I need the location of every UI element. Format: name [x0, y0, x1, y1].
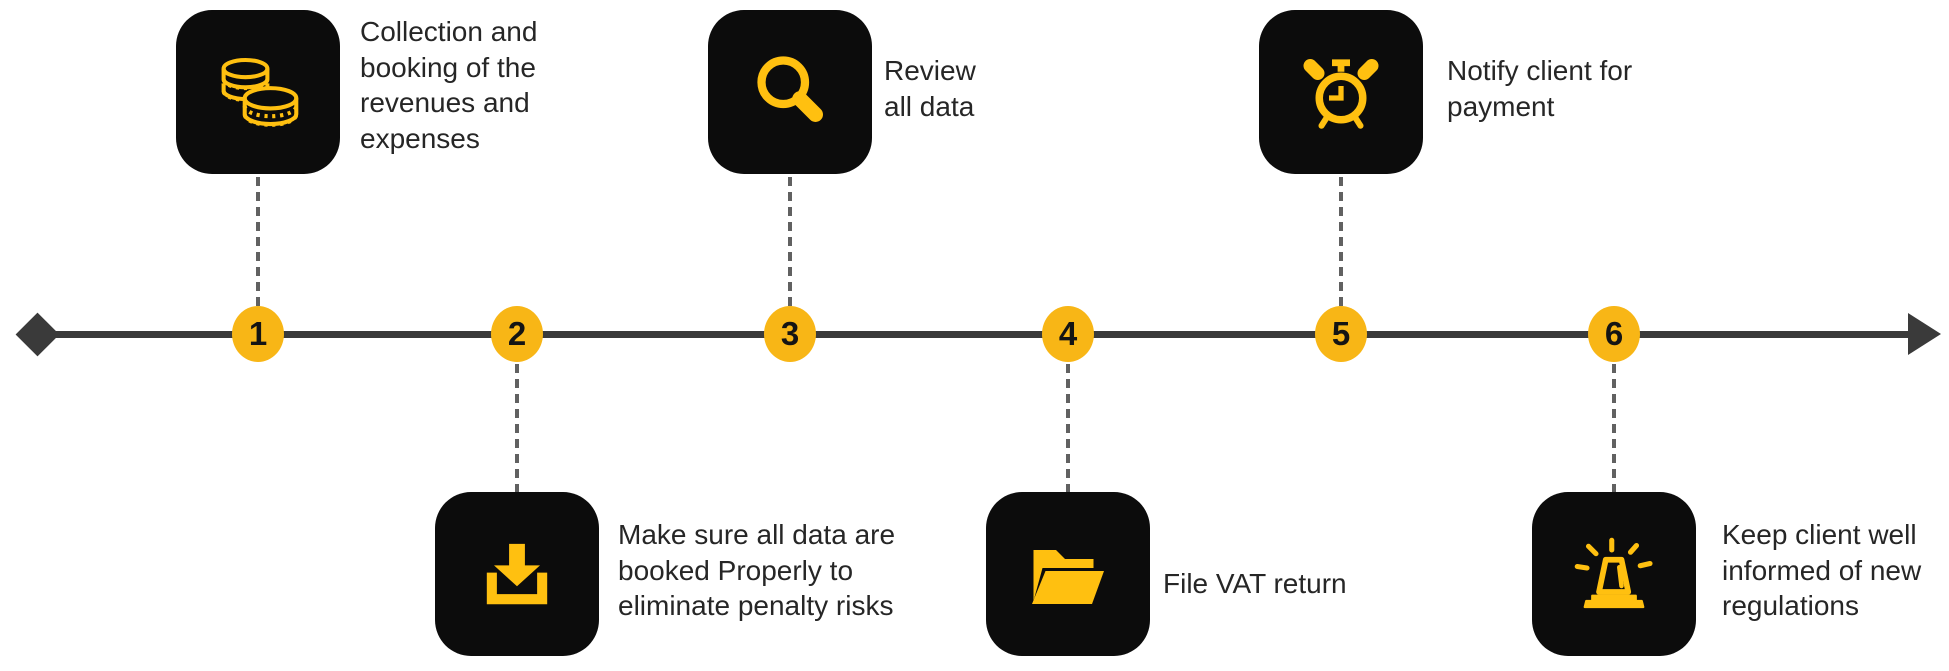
- step2-icon-tile: [435, 492, 599, 656]
- step3-connector: [788, 177, 792, 306]
- step5-label: Notify client for payment: [1447, 55, 1633, 122]
- step1-icon-tile: [176, 10, 340, 174]
- step4-icon-tile: [986, 492, 1150, 656]
- timeline-end-arrow-icon: [1908, 313, 1941, 355]
- step5-number-badge: 5: [1315, 306, 1367, 362]
- folder-icon: [1032, 550, 1104, 604]
- step5-connector: [1339, 177, 1343, 306]
- step-number: 5: [1331, 315, 1351, 352]
- step-number: 6: [1604, 315, 1624, 352]
- step-number: 1: [248, 315, 268, 352]
- step-number: 4: [1058, 315, 1078, 352]
- alarm-clock-icon: [1303, 59, 1379, 129]
- step2-number-badge: 2: [491, 306, 543, 362]
- step-number: 3: [780, 315, 800, 352]
- siren-icon: [1574, 537, 1653, 609]
- step2-label: Make sure all data are booked Properly t…: [618, 519, 896, 621]
- step4-number-badge: 4: [1042, 306, 1094, 362]
- step3-icon-tile: [708, 10, 872, 174]
- step6-icon-tile: [1532, 492, 1696, 656]
- coins-icon: [221, 57, 299, 127]
- step1-connector: [256, 177, 260, 306]
- step5-icon-tile: [1259, 10, 1423, 174]
- step6-number-badge: 6: [1588, 306, 1640, 362]
- step4-label: File VAT return: [1163, 568, 1347, 599]
- step1-number-badge: 1: [232, 306, 284, 362]
- step6-connector: [1612, 364, 1616, 492]
- download-icon: [486, 543, 548, 605]
- timeline-line: [34, 331, 1914, 338]
- step6-label: Keep client well informed of new regulat…: [1722, 519, 1922, 621]
- step4-connector: [1066, 364, 1070, 492]
- step-number: 2: [507, 315, 527, 352]
- step3-number-badge: 3: [764, 306, 816, 362]
- timeline-start-diamond: [15, 312, 60, 357]
- search-icon: [757, 56, 823, 122]
- step1-label: Collection and booking of the revenues a…: [360, 16, 538, 154]
- step3-label: Review all data: [884, 55, 976, 122]
- step2-connector: [515, 364, 519, 492]
